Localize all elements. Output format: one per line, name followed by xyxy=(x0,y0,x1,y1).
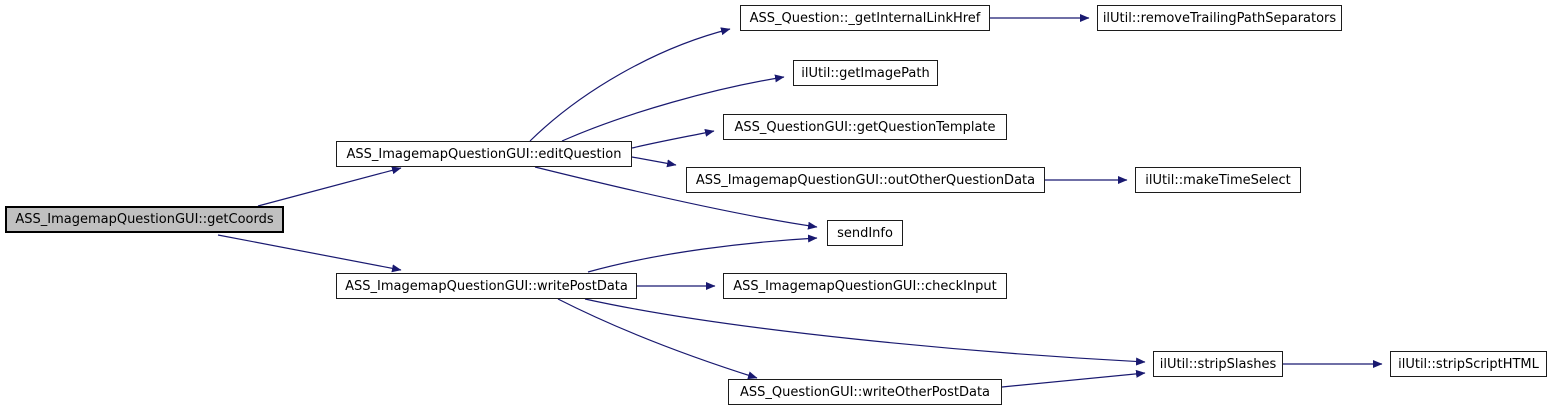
node-editQuestion[interactable]: ASS_ImagemapQuestionGUI::editQuestion xyxy=(336,141,632,167)
edge-writePostData-writeOtherPostData xyxy=(557,298,758,380)
node-getInternalLinkHref[interactable]: ASS_Question::_getInternalLinkHref xyxy=(740,5,990,31)
edge-editQuestion-getImagePath xyxy=(561,74,785,142)
edge-writePostData-sendInfo xyxy=(587,234,818,273)
node-getImagePath[interactable]: ilUtil::getImagePath xyxy=(793,60,938,86)
edge-editQuestion-sendInfo xyxy=(534,166,818,230)
edge-writeOtherPostData-stripSlashes xyxy=(1001,369,1146,388)
node-getCoords: ASS_ImagemapQuestionGUI::getCoords xyxy=(5,206,284,233)
node-makeTimeSelect[interactable]: ilUtil::makeTimeSelect xyxy=(1135,167,1301,193)
node-checkInput[interactable]: ASS_ImagemapQuestionGUI::checkInput xyxy=(723,273,1007,299)
edge-editQuestion-outOtherQuestionData xyxy=(631,156,677,168)
node-writePostData[interactable]: ASS_ImagemapQuestionGUI::writePostData xyxy=(336,273,637,299)
node-writeOtherPostData[interactable]: ASS_QuestionGUI::writeOtherPostData xyxy=(728,379,1002,405)
node-outOtherQuestionData[interactable]: ASS_ImagemapQuestionGUI::outOtherQuestio… xyxy=(686,167,1045,193)
node-getQuestionTemplate[interactable]: ASS_QuestionGUI::getQuestionTemplate xyxy=(723,114,1007,140)
node-removeTrailingPathSeparators[interactable]: ilUtil::removeTrailingPathSeparators xyxy=(1097,5,1342,31)
edge-editQuestion-getQuestionTemplate xyxy=(631,128,715,149)
node-stripScriptHTML[interactable]: ilUtil::stripScriptHTML xyxy=(1390,351,1547,377)
edge-getCoords-writePostData xyxy=(217,234,402,273)
edge-getCoords-editQuestion xyxy=(257,166,402,207)
node-stripSlashes[interactable]: ilUtil::stripSlashes xyxy=(1153,351,1283,377)
node-sendInfo[interactable]: sendInfo xyxy=(827,220,903,246)
edge-writePostData-stripSlashes xyxy=(584,298,1146,366)
edge-editQuestion-getInternalLinkHref xyxy=(529,27,731,142)
